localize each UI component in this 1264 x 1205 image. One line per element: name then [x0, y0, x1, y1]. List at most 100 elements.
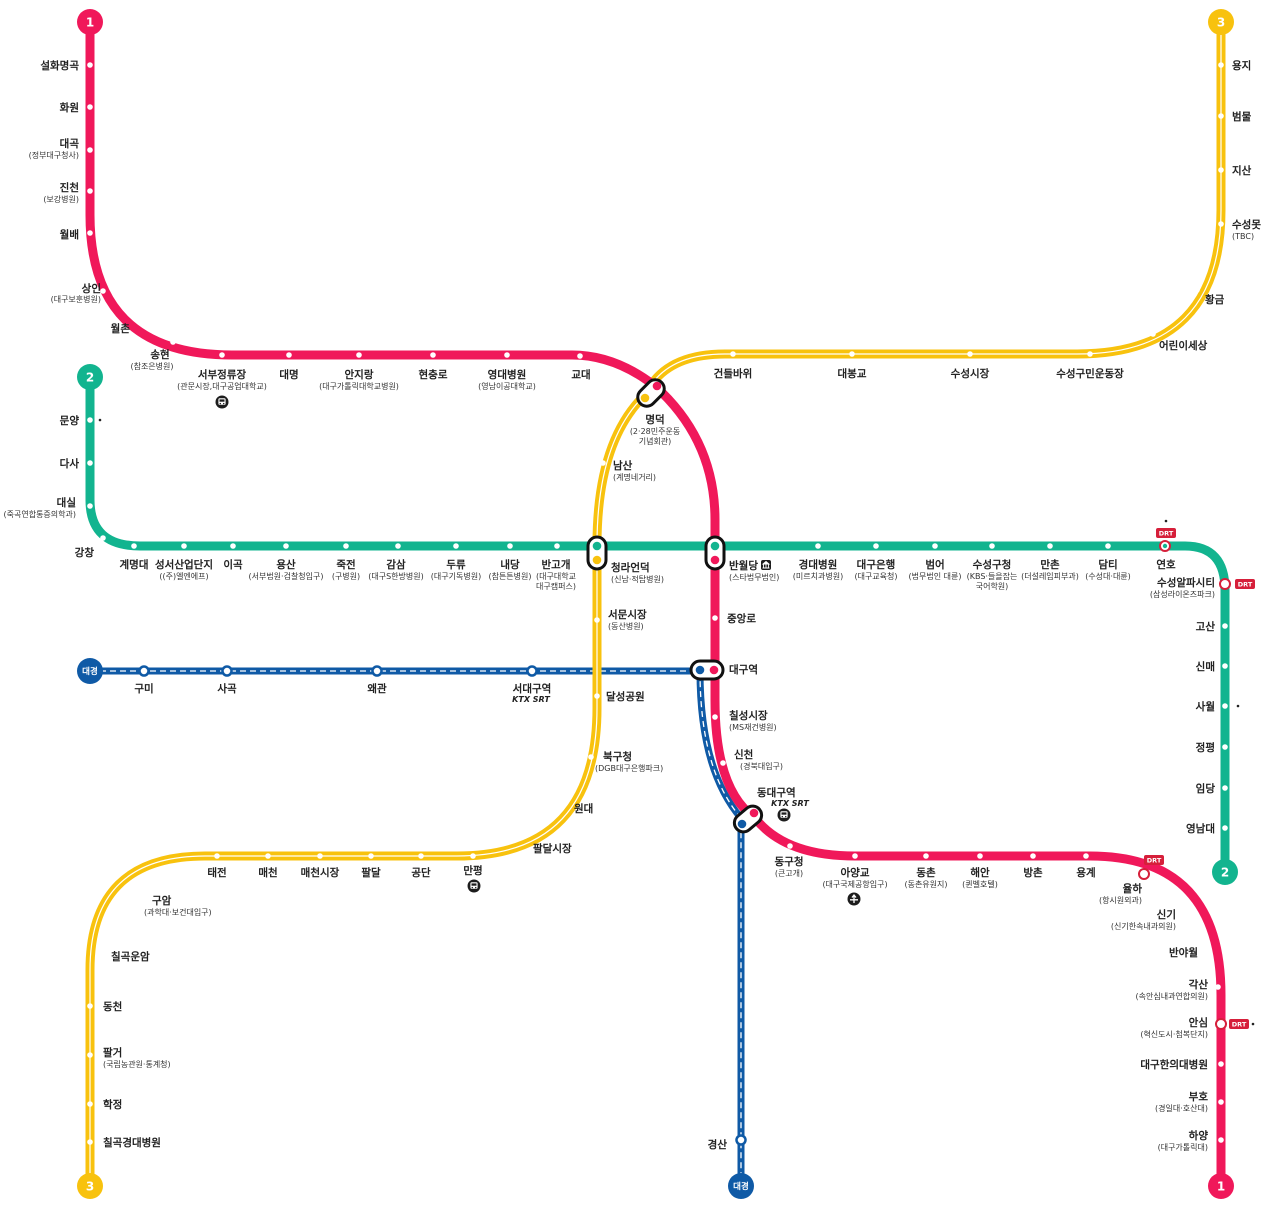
station-label[interactable]: 이곡	[223, 558, 243, 571]
station-label[interactable]: 범어(법무법인 대륜)	[909, 558, 962, 581]
station-label[interactable]: 송현(참조은병원)	[130, 348, 173, 371]
station-label[interactable]: 경대병원(미르치과병원)	[793, 558, 843, 581]
station-label[interactable]: 중앙로	[727, 613, 756, 625]
station-label[interactable]: 대봉교	[838, 367, 867, 380]
transfer-cheongna[interactable]	[586, 535, 608, 571]
station-label[interactable]: 연호	[1156, 558, 1176, 571]
station-label[interactable]: 반야월	[1169, 946, 1198, 959]
terminal-line1-south[interactable]: 1	[1208, 1173, 1234, 1199]
station-label[interactable]: 팔거(국립농관원·통계청)	[103, 1046, 171, 1069]
station-label[interactable]: 하양(대구가톨릭대)	[1158, 1129, 1209, 1152]
station-label[interactable]: 남산(계명네거리)	[613, 459, 656, 482]
station-label[interactable]: 왜관	[367, 682, 387, 695]
station-label[interactable]: 신매	[1196, 660, 1215, 673]
station-label[interactable]: 매천시장	[301, 866, 340, 879]
station-label[interactable]: 칠곡경대병원	[103, 1136, 161, 1149]
station-label[interactable]: 대곡(정부대구청사)	[29, 137, 80, 160]
station-label[interactable]: 사곡	[217, 682, 237, 695]
station-label[interactable]: 만촌(더설레임피부과)	[1021, 558, 1079, 581]
station-label[interactable]: 용산(서부법원·검찰청입구)	[248, 558, 323, 581]
station-label[interactable]: 동천	[103, 1000, 122, 1013]
station-label[interactable]: 죽전(구병원)	[332, 558, 360, 581]
station-label[interactable]: 안심(혁신도시·첨복단지)	[1140, 1016, 1208, 1039]
station-label[interactable]: 아양교(대구국제공항입구)	[822, 866, 887, 889]
station-label[interactable]: 대구역	[729, 663, 758, 676]
station-label[interactable]: 동대구역	[757, 786, 796, 799]
station-label[interactable]: 월촌	[111, 322, 131, 335]
station-label[interactable]: 영남대	[1186, 822, 1215, 835]
station-label[interactable]: 용지	[1232, 59, 1251, 72]
station-label[interactable]: 율하(항시원외과)	[1099, 882, 1142, 905]
station-label[interactable]: 진천(보강병원)	[43, 181, 79, 204]
station-label[interactable]: 내당(참튼튼병원)	[488, 558, 531, 581]
station-label[interactable]: 매천	[258, 866, 277, 879]
station-label[interactable]: 만평	[463, 864, 482, 877]
terminal-line1-north[interactable]: 1	[77, 9, 103, 35]
terminal-daegyeong-south[interactable]: 대경	[728, 1173, 754, 1199]
station-label[interactable]: 학정	[103, 1098, 122, 1111]
station-label[interactable]: 구미	[134, 682, 153, 695]
station-label[interactable]: 대명	[279, 368, 298, 381]
station-label[interactable]: 태전	[207, 866, 226, 879]
station-label[interactable]: 구암(과학대·보건대입구)	[144, 895, 212, 917]
transfer-daegu-station[interactable]	[689, 659, 725, 681]
station-label[interactable]: 월배	[60, 228, 79, 241]
station-label[interactable]: 대구한의대병원	[1140, 1058, 1208, 1071]
station-label[interactable]: 서부정류장(관문시장,대구공업대학교)	[177, 368, 267, 391]
terminal-line3-south[interactable]: 3	[77, 1173, 103, 1199]
station-label[interactable]: 반월당(스타법무법인)	[729, 559, 779, 582]
station-label[interactable]: 용계	[1076, 866, 1095, 879]
station-label[interactable]: 해안(퀸벨호텔)	[962, 866, 998, 889]
station-label[interactable]: 강창	[75, 546, 95, 559]
transfer-dongdaegu[interactable]	[731, 802, 766, 835]
station-label[interactable]: 설화명곡	[40, 59, 79, 72]
station-label[interactable]: 범물	[1232, 110, 1252, 123]
station-label[interactable]: 다사	[60, 457, 80, 470]
station-label[interactable]: 화원	[60, 101, 79, 114]
station-label[interactable]: 서문시장(동산병원)	[608, 608, 647, 631]
station-label[interactable]: 청라언덕(신남·적탑병원)	[611, 561, 664, 584]
transfer-banwoldang[interactable]	[704, 535, 726, 571]
station-label[interactable]: 수성알파시티(삼성라이온즈파크)	[1150, 576, 1215, 599]
station-label[interactable]: 정평	[1196, 741, 1215, 754]
station-label[interactable]: 어린이세상	[1159, 339, 1208, 352]
station-label[interactable]: 고산	[1196, 620, 1216, 633]
station-label[interactable]: 수성못(TBC)	[1232, 218, 1261, 241]
station-label[interactable]: 칠성시장(MS재건병원)	[729, 709, 777, 732]
station-label[interactable]: 수성구민운동장	[1056, 367, 1124, 380]
station-label[interactable]: 문양	[60, 415, 80, 427]
station-label[interactable]: 수성시장	[951, 367, 990, 380]
station-label[interactable]: 사월	[1196, 700, 1215, 713]
station-label[interactable]: 원대	[574, 802, 593, 815]
station-label[interactable]: 건들바위	[714, 367, 753, 380]
terminal-line2-west[interactable]: 2	[77, 364, 103, 390]
terminal-daegyeong-west[interactable]: 대경	[77, 658, 103, 684]
station-label[interactable]: 공단	[411, 866, 431, 879]
station-label[interactable]: 지산	[1232, 164, 1252, 177]
transfer-myeongdeok[interactable]	[634, 376, 668, 410]
station-label[interactable]: 상인(대구보훈병원)	[51, 282, 101, 304]
station-label[interactable]: 두류(대구기독병원)	[431, 559, 481, 581]
station-label[interactable]: 안지랑(대구가톨릭대학교병원)	[319, 368, 399, 391]
station-label[interactable]: 신천(경북대입구)	[734, 748, 783, 771]
station-label[interactable]: 부호(경일대·호산대)	[1155, 1090, 1208, 1113]
station-label[interactable]: 칠곡운암	[111, 950, 150, 963]
station-label[interactable]: 황금	[1205, 293, 1225, 306]
station-label[interactable]: 달성공원	[606, 690, 645, 703]
station-label[interactable]: 성서산업단지((주)엘엔에프)	[155, 558, 213, 581]
station-label[interactable]: 각산(속안심내과연합의원)	[1136, 978, 1209, 1001]
station-label[interactable]: 영대병원(영남이공대학교)	[478, 368, 536, 391]
station-label[interactable]: 대실(죽곡연합통증의학과)	[4, 496, 76, 519]
station-label[interactable]: 감삼(대구S한방병원)	[368, 558, 423, 581]
station-label[interactable]: 동구청(큰고개)	[775, 855, 804, 878]
station-label[interactable]: 북구청(DGB대구은행파크)	[595, 750, 663, 773]
station-label[interactable]: 방촌	[1023, 866, 1043, 879]
station-label[interactable]: 팔달	[361, 866, 381, 879]
station-label[interactable]: 경산	[708, 1138, 728, 1151]
station-label[interactable]: 임당	[1196, 782, 1216, 795]
station-label[interactable]: 담티(수성대·대륜)	[1085, 558, 1131, 581]
station-label[interactable]: 계명대	[120, 558, 149, 571]
